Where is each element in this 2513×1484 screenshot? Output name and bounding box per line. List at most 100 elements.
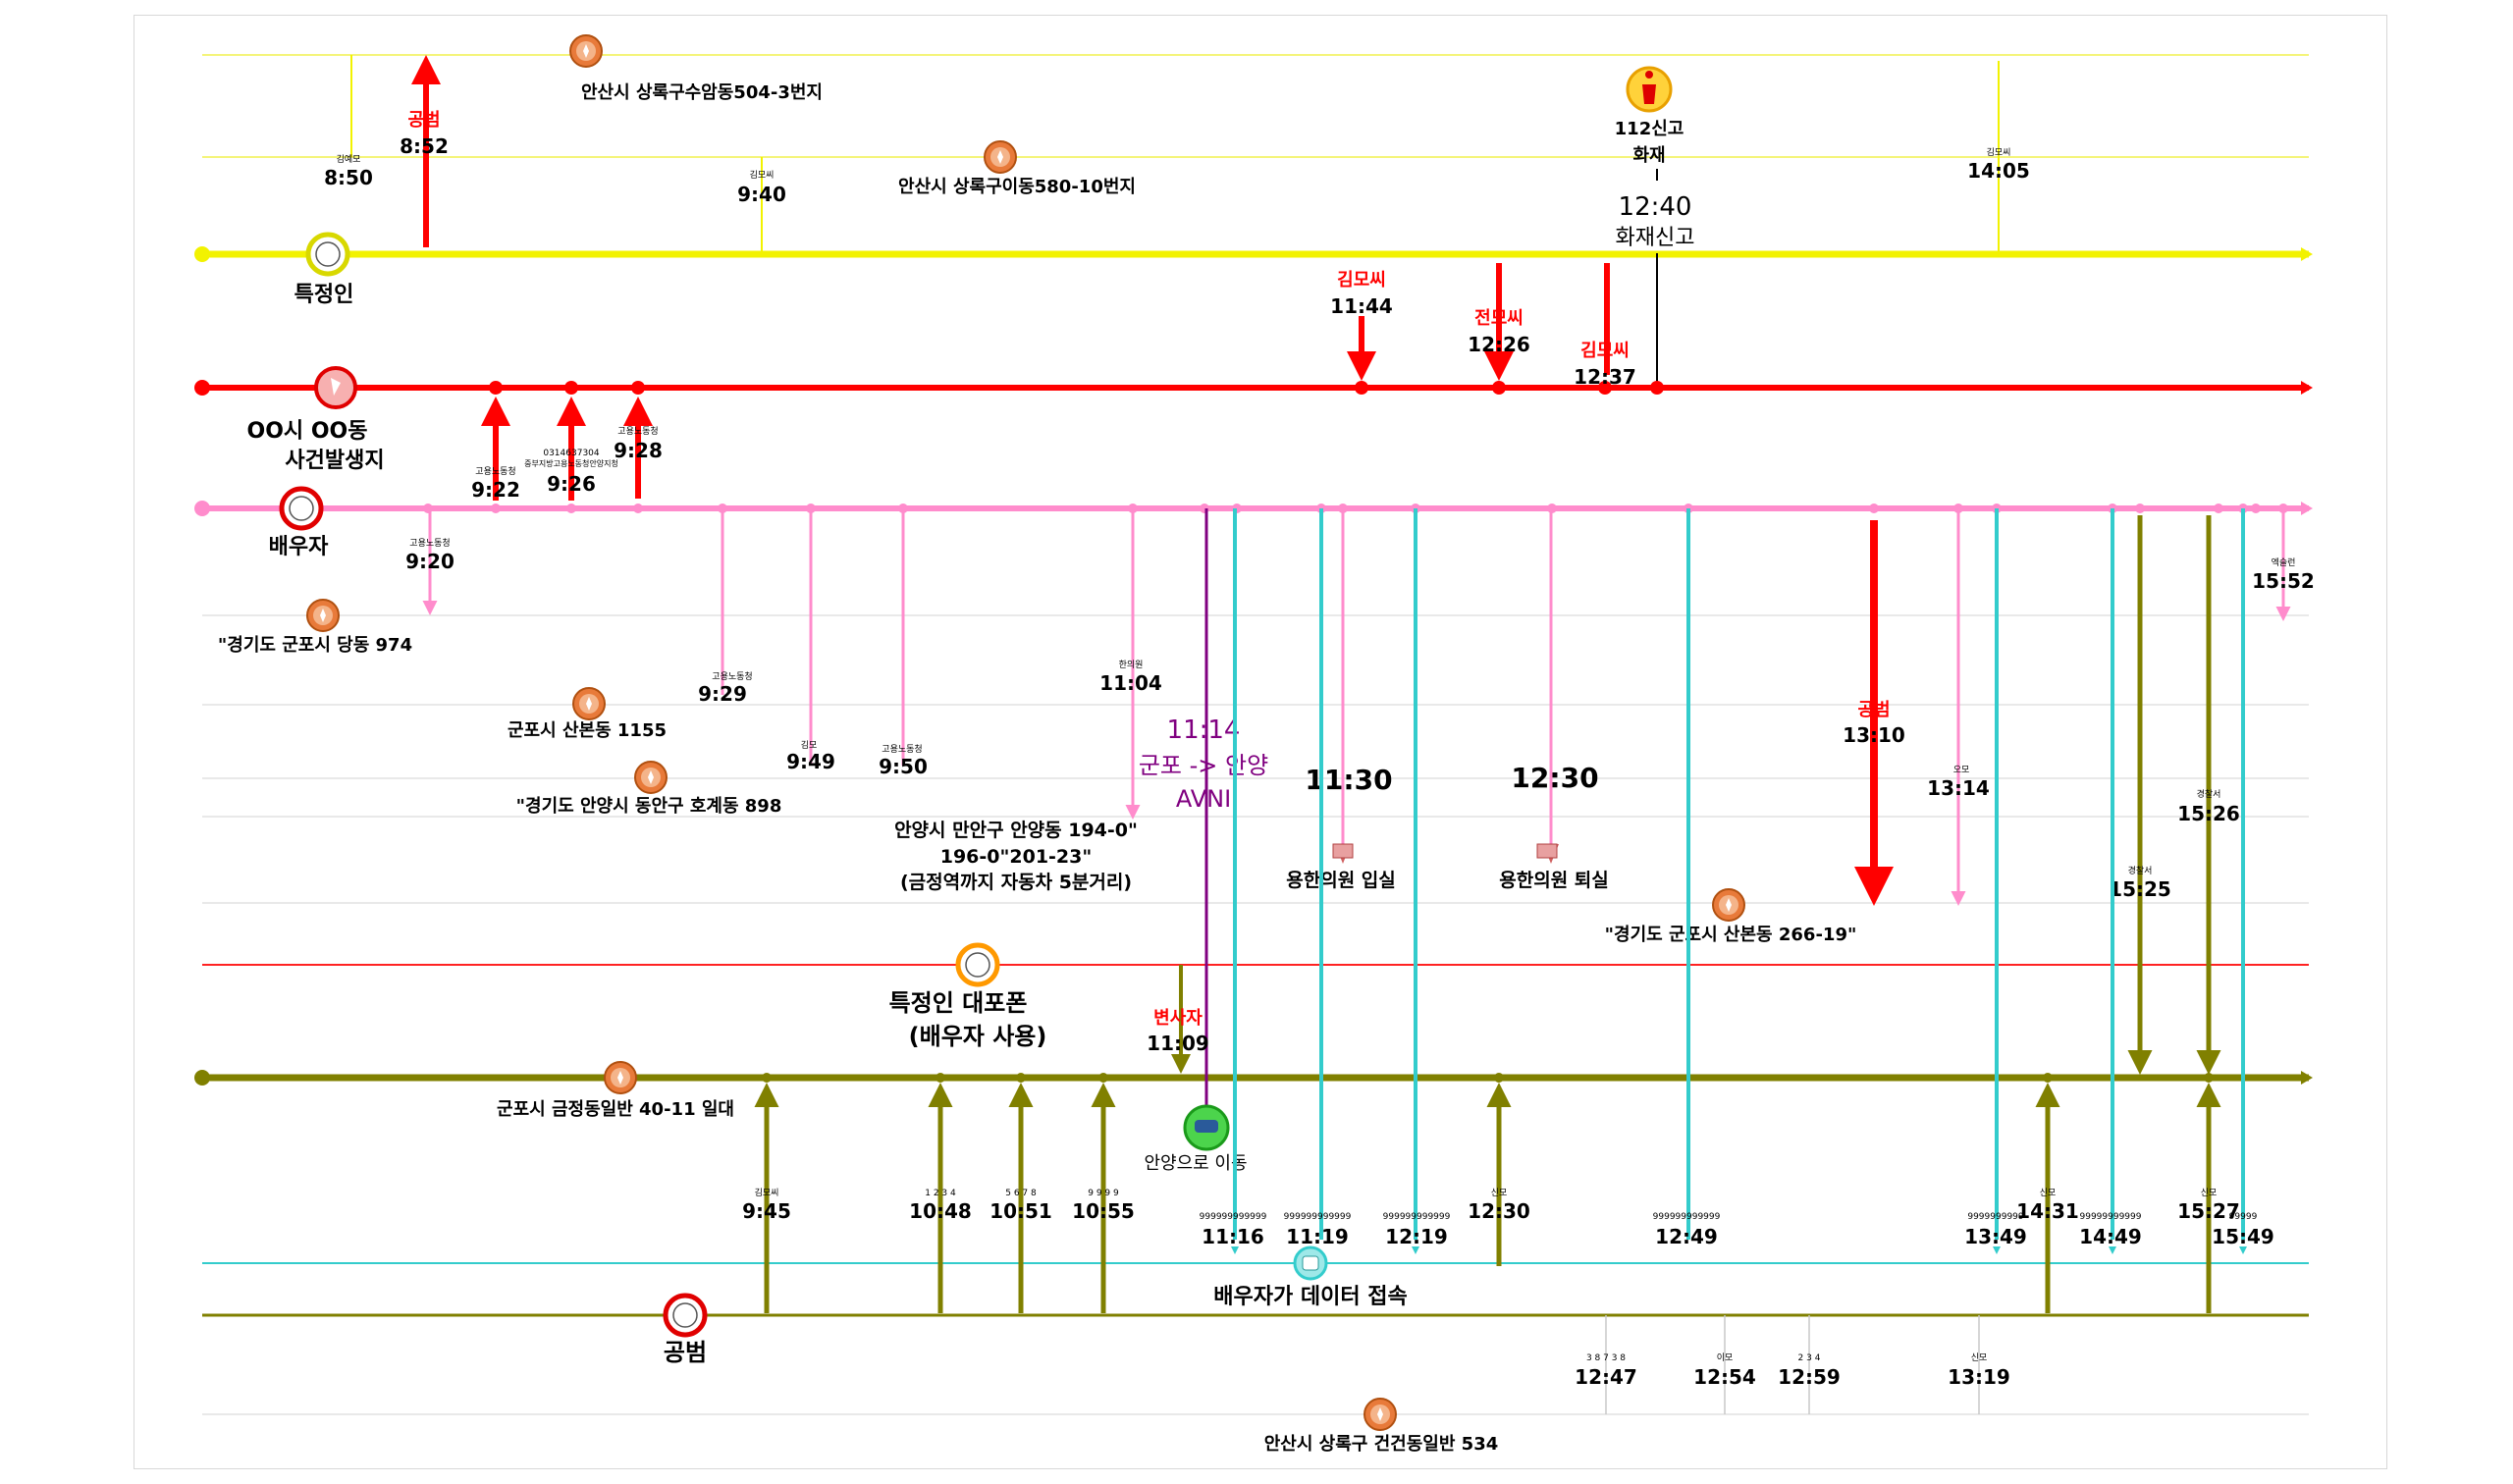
accomplice-label: 공범 xyxy=(664,1339,707,1366)
event-label: 999999999999 xyxy=(1653,1212,1721,1222)
event-time: 12:30 xyxy=(1468,1199,1530,1223)
fire-title: 화재 xyxy=(1632,145,1665,166)
event-label: 999999999999 xyxy=(1200,1212,1267,1222)
event-time: 12:19 xyxy=(1385,1225,1448,1248)
phone-node-inner xyxy=(965,952,990,978)
person-node-inner xyxy=(315,241,341,267)
event-label: 99999 xyxy=(2229,1212,2258,1222)
event-dot xyxy=(1869,504,1879,513)
event-label: 오모 xyxy=(1953,765,1970,775)
event-dot xyxy=(2135,504,2145,513)
site-timeline-end xyxy=(2301,381,2313,395)
event-label: 김모씨 xyxy=(1987,146,2011,158)
event-time: 9:40 xyxy=(737,183,786,206)
event-dot xyxy=(489,381,503,395)
hospital-icon xyxy=(1536,843,1558,859)
pin-glyph xyxy=(997,150,1003,164)
event-dot xyxy=(1598,381,1612,395)
event-time: 13:10 xyxy=(1843,723,1905,747)
hospital-icon xyxy=(1332,843,1354,859)
event-label: 9999999999 xyxy=(1967,1212,2024,1222)
event-time: 12:37 xyxy=(1574,365,1636,389)
move-avn: AVNI xyxy=(1176,785,1231,813)
event-label: 중부지방고용노동청안양지청 xyxy=(524,458,618,468)
event-dot xyxy=(1355,381,1368,395)
event-label: 고용노동청 xyxy=(617,426,658,437)
event-label: 공범 xyxy=(407,110,440,131)
event-label: 김모 xyxy=(801,739,818,751)
accomplice-node-inner xyxy=(672,1302,698,1328)
place-label: 군포시 금정동일반 40-11 일대 xyxy=(497,1099,734,1120)
event-label: 9 9 9 9 xyxy=(1088,1189,1119,1198)
event-time: 12:59 xyxy=(1778,1365,1841,1389)
event-label: 변사자 xyxy=(1153,1008,1203,1029)
place-label: 안산시 상록구수암동504-3번지 xyxy=(581,82,823,103)
event-time: 9:22 xyxy=(471,478,520,502)
data-arrow xyxy=(1412,1246,1419,1254)
event-time: 14:49 xyxy=(2079,1225,2142,1248)
event-dot xyxy=(1016,1073,1026,1083)
event-time: 8:52 xyxy=(400,134,449,158)
route-note: 196-0"201-23" xyxy=(940,846,1093,868)
place-label: "경기도 군포시 산본동 266-19" xyxy=(1605,925,1857,945)
event-label: 고용노동청 xyxy=(882,744,922,755)
event-dot xyxy=(1650,381,1664,395)
site-label: 사건발생지 xyxy=(285,449,384,473)
clinic-label: 용한의원 퇴실 xyxy=(1499,870,1609,891)
data-arrow xyxy=(2109,1246,2116,1254)
location-pin-icon xyxy=(572,687,606,720)
site-label: OO시 OO동 xyxy=(247,419,368,444)
route-note: (금정역까지 자동차 5분거리) xyxy=(900,872,1132,893)
site-timeline-start xyxy=(194,380,210,396)
event-label: 99999999999 xyxy=(2080,1212,2142,1222)
place-label: "경기도 군포시 당동 974 xyxy=(218,635,412,656)
location-pin-icon xyxy=(604,1061,637,1094)
event-label: 신모 xyxy=(2201,1188,2218,1198)
event-dot xyxy=(491,504,501,513)
fire-time: 12:40 xyxy=(1619,192,1692,222)
spouse-timeline-start xyxy=(194,501,210,516)
event-time: 15:27 xyxy=(2177,1199,2240,1223)
fire-title: 112신고 xyxy=(1615,119,1684,139)
event-label: 3 8 7 3 8 xyxy=(1586,1353,1626,1363)
event-time: 12:54 xyxy=(1693,1365,1756,1389)
event-time: 15:25 xyxy=(2109,877,2171,901)
event-label: 엑슬런 xyxy=(2272,556,2296,568)
pin-glyph xyxy=(648,770,654,784)
event-time: 13:14 xyxy=(1927,776,1990,800)
event-label: 5 6 7 8 xyxy=(1005,1189,1037,1198)
pin-glyph xyxy=(1377,1407,1383,1421)
event-dot xyxy=(936,1073,945,1083)
event-dot xyxy=(1494,1073,1504,1083)
event-dot xyxy=(564,381,578,395)
event-label: 2 3 4 xyxy=(1798,1353,1821,1363)
location-pin-icon xyxy=(634,761,668,794)
event-time: 9:20 xyxy=(405,550,454,573)
event-dot xyxy=(1492,381,1506,395)
location-pin-icon xyxy=(306,599,340,632)
data-arrow xyxy=(1231,1246,1239,1254)
event-dot xyxy=(631,381,645,395)
location-pin-icon xyxy=(1363,1398,1397,1431)
pin-glyph xyxy=(583,44,589,58)
database-glyph xyxy=(1302,1255,1319,1271)
event-time: 11:44 xyxy=(1330,294,1393,318)
phone-label: (배우자 사용) xyxy=(909,1023,1047,1050)
pin-glyph xyxy=(1726,898,1732,912)
event-label: 경찰서 xyxy=(2128,865,2153,876)
event-time: 9:49 xyxy=(786,750,835,773)
event-label: 김예모 xyxy=(337,153,361,165)
place-label: 안산시 상록구이동580-10번지 xyxy=(898,177,1136,197)
event-time: 14:31 xyxy=(2016,1199,2079,1223)
event-label: 999999999999 xyxy=(1383,1212,1451,1222)
data-label: 배우자가 데이터 접속 xyxy=(1213,1285,1407,1309)
spouse-label: 배우자 xyxy=(269,535,329,559)
event-time: 12:49 xyxy=(1655,1225,1718,1248)
event-label: 공범 xyxy=(1857,700,1890,720)
location-pin-icon xyxy=(984,140,1017,174)
event-label: 신모 xyxy=(1971,1352,1988,1363)
event-label: 김모씨 xyxy=(755,1187,779,1198)
event-label: 고용노동청 xyxy=(712,671,752,682)
event-time: 9:26 xyxy=(547,472,596,496)
